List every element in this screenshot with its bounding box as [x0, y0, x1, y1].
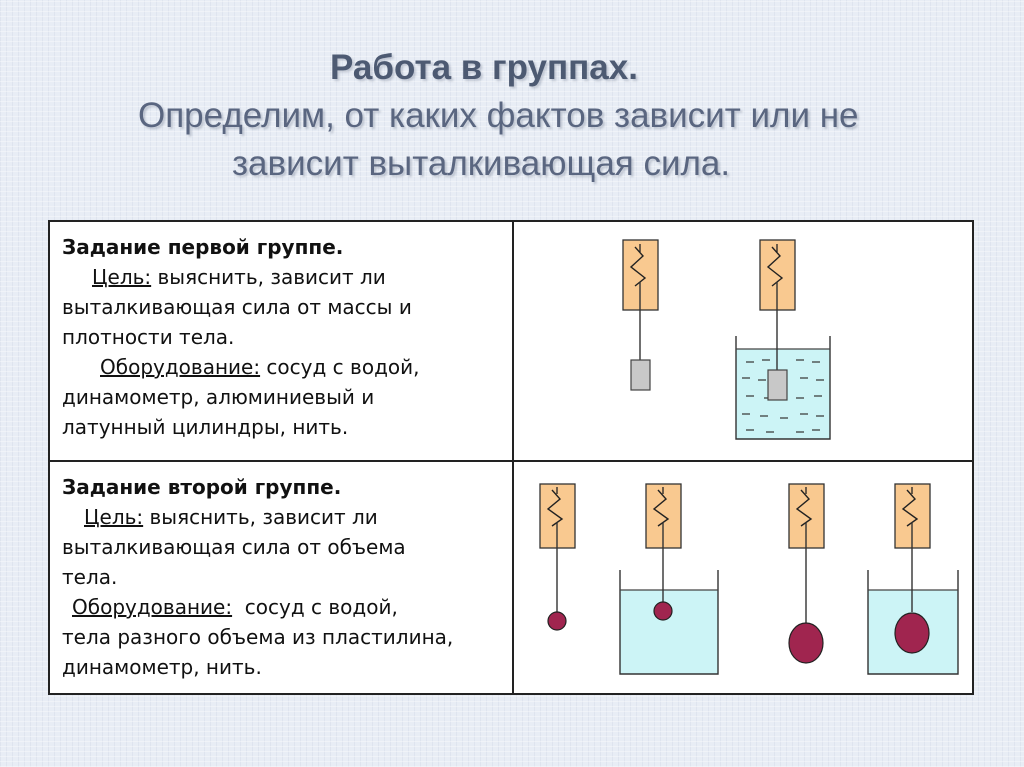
group1-goal-label: Цель: [92, 265, 152, 289]
group1-illustration [514, 222, 972, 460]
table-divider-vertical [512, 222, 514, 693]
group2-heading: Задание второй группе. [62, 475, 342, 499]
dynamometer-icon [894, 483, 931, 612]
plasticine-ball-icon [653, 601, 673, 621]
plasticine-ball-icon [788, 622, 824, 664]
group1-goal-line: Цель: выяснить, зависит ли [62, 262, 502, 292]
group2-goal-text-1: выяснить, зависит ли [143, 505, 378, 529]
dynamometer-icon [645, 483, 682, 602]
dynamometer-icon [622, 239, 659, 360]
title-line-1: Работа в группах. [330, 48, 638, 87]
task-table: Задание первой группе. Цель: выяснить, з… [48, 220, 974, 695]
plasticine-ball-icon [894, 612, 930, 654]
plasticine-ball-icon [547, 611, 567, 631]
group2-equip-text-2: тела разного объема из пластилина, [62, 625, 454, 649]
group1-goal-text-3: плотности тела. [62, 325, 235, 349]
cylinder-icon [630, 359, 651, 391]
group1-equip-text-1: сосуд с водой, [260, 355, 420, 379]
group1-equip-text-3: латунный цилиндры, нить. [62, 415, 349, 439]
group2-goal-line: Цель: выяснить, зависит ли [62, 502, 502, 532]
group2-task-cell: Задание второй группе. Цель: выяснить, з… [50, 462, 512, 695]
group1-equip-line: Оборудование: сосуд с водой, [62, 352, 502, 382]
group2-equip-text-3: динамометр, нить. [62, 655, 262, 679]
group2-illustration [514, 462, 972, 695]
group1-heading: Задание первой группе. [62, 235, 344, 259]
dynamometer-icon [759, 239, 796, 370]
group2-equip-label: Оборудование: [72, 595, 233, 619]
group1-goal-text-2: выталкивающая сила от массы и [62, 295, 412, 319]
cylinder-icon [767, 369, 788, 401]
group2-goal-text-2: выталкивающая сила от объема [62, 535, 406, 559]
slide-title: Работа в группах. Определим, от каких фа… [0, 0, 1024, 215]
dynamometer-icon [539, 483, 576, 612]
table-divider-horizontal [50, 460, 972, 462]
title-line-3: зависит выталкивающая сила. [232, 144, 731, 183]
water-vessel-icon [619, 570, 719, 675]
group2-goal-text-3: тела. [62, 565, 118, 589]
group1-goal-text-1: выяснить, зависит ли [151, 265, 386, 289]
group1-equip-text-2: динамометр, алюминиевый и [62, 385, 375, 409]
group1-equip-label: Оборудование: [100, 355, 261, 379]
group2-equip-line: Оборудование: сосуд с водой, [62, 592, 502, 622]
title-line-2: Определим, от каких фактов зависит или н… [138, 96, 859, 135]
dynamometer-icon [788, 483, 825, 624]
group2-equip-text-1: сосуд с водой, [232, 595, 398, 619]
group1-task-cell: Задание первой группе. Цель: выяснить, з… [50, 222, 512, 460]
group2-goal-label: Цель: [84, 505, 144, 529]
